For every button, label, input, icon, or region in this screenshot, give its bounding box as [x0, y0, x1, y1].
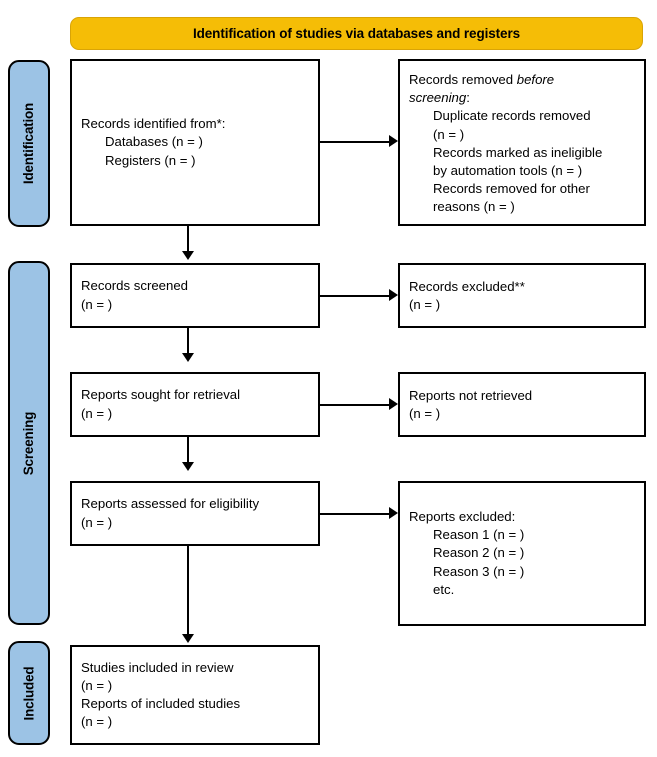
- box-records-removed-line-2: Records marked as ineligible: [433, 144, 603, 160]
- box-records-screened-line-0: Records screened: [81, 278, 189, 294]
- box-reports-assessed-line-0: Reports assessed for eligibility: [81, 496, 260, 512]
- stage-label-identification-text: Identification: [21, 102, 37, 185]
- box-studies-included-line-0: Studies included in review: [81, 659, 234, 675]
- box-reports-excluded-heading: Reports excluded:: [409, 508, 516, 524]
- phase-banner-label: Identification of studies via databases …: [192, 26, 521, 41]
- box-records-removed-colon: :: [466, 90, 470, 106]
- stage-label-included: Included: [8, 641, 50, 745]
- box-records-identified-line-2: Registers (n = ): [105, 152, 196, 168]
- box-records-removed-before-screening: Records removed before screening: Duplic…: [398, 59, 646, 226]
- box-records-excluded-line-1: (n = ): [409, 297, 441, 313]
- box-records-removed-italic-screening: screening: [409, 90, 467, 106]
- arrowhead-assessed-to-reports-excluded: [389, 507, 398, 519]
- box-records-screened: Records screened (n = ): [70, 263, 320, 328]
- arrowhead-identified-to-removed: [389, 135, 398, 147]
- connector-screened-to-excluded: [320, 295, 390, 297]
- arrowhead-identified-to-screened: [182, 251, 194, 260]
- box-records-removed-line-heading-1: Records removed before: [409, 71, 635, 89]
- box-records-removed-line-heading-2: screening:: [409, 89, 635, 107]
- box-reports-sought-line-1: (n = ): [81, 405, 113, 421]
- box-records-excluded-line-0: Records excluded**: [409, 279, 525, 294]
- box-records-removed-line-4: Records removed for other: [433, 181, 590, 197]
- box-reports-assessed-line-1: (n = ): [81, 514, 113, 530]
- box-records-removed-italic-before: before: [516, 72, 555, 87]
- box-studies-included-line-1: (n = ): [81, 677, 113, 693]
- arrowhead-screened-to-sought: [182, 353, 194, 362]
- arrowhead-assessed-to-included: [182, 634, 194, 643]
- box-records-removed-line-3: by automation tools (n = ): [433, 163, 583, 179]
- box-reports-excluded-line-1: Reason 2 (n = ): [433, 545, 525, 561]
- box-records-screened-line-1: (n = ): [81, 296, 113, 312]
- stage-label-identification: Identification: [8, 60, 50, 227]
- box-records-identified: Records identified from*: Databases (n =…: [70, 59, 320, 226]
- arrowhead-sought-to-assessed: [182, 462, 194, 471]
- box-studies-included-in-review: Studies included in review (n = ) Report…: [70, 645, 320, 745]
- connector-screened-to-sought: [187, 328, 189, 356]
- box-records-removed-line-1: (n = ): [433, 126, 465, 142]
- box-records-identified-line-1: Databases (n = ): [105, 134, 203, 150]
- stage-label-screening: Screening: [8, 261, 50, 625]
- box-studies-included-line-3: (n = ): [81, 714, 113, 730]
- stage-label-screening-text: Screening: [21, 411, 37, 475]
- box-reports-assessed-for-eligibility: Reports assessed for eligibility (n = ): [70, 481, 320, 546]
- box-studies-included-line-2: Reports of included studies: [81, 696, 241, 711]
- connector-identified-to-removed: [320, 141, 390, 143]
- box-records-removed-line-0: Duplicate records removed: [433, 108, 591, 124]
- connector-assessed-to-reports-excluded: [320, 513, 390, 515]
- connector-identified-to-screened: [187, 226, 189, 254]
- stage-label-included-text: Included: [21, 666, 37, 720]
- box-reports-not-retrieved: Reports not retrieved (n = ): [398, 372, 646, 437]
- box-reports-excluded: Reports excluded: Reason 1 (n = ) Reason…: [398, 481, 646, 626]
- box-records-removed-line-5: reasons (n = ): [433, 199, 515, 215]
- connector-assessed-to-included: [187, 546, 189, 636]
- box-reports-sought-line-0: Reports sought for retrieval: [81, 387, 241, 403]
- box-reports-excluded-line-2: Reason 3 (n = ): [433, 563, 525, 579]
- connector-sought-to-assessed: [187, 437, 189, 465]
- box-reports-not-retrieved-line-1: (n = ): [409, 406, 441, 422]
- phase-banner-identification: Identification of studies via databases …: [70, 17, 643, 50]
- box-reports-excluded-line-0: Reason 1 (n = ): [433, 527, 525, 543]
- box-reports-excluded-line-3: etc.: [433, 581, 455, 597]
- box-reports-not-retrieved-line-0: Reports not retrieved: [409, 388, 533, 403]
- arrowhead-screened-to-excluded: [389, 289, 398, 301]
- connector-sought-to-not-retrieved: [320, 404, 390, 406]
- box-records-excluded: Records excluded** (n = ): [398, 263, 646, 328]
- box-records-identified-line-0: Records identified from*:: [81, 116, 226, 132]
- box-records-removed-prefix: Records removed: [409, 72, 517, 87]
- arrowhead-sought-to-not-retrieved: [389, 398, 398, 410]
- box-reports-sought-for-retrieval: Reports sought for retrieval (n = ): [70, 372, 320, 437]
